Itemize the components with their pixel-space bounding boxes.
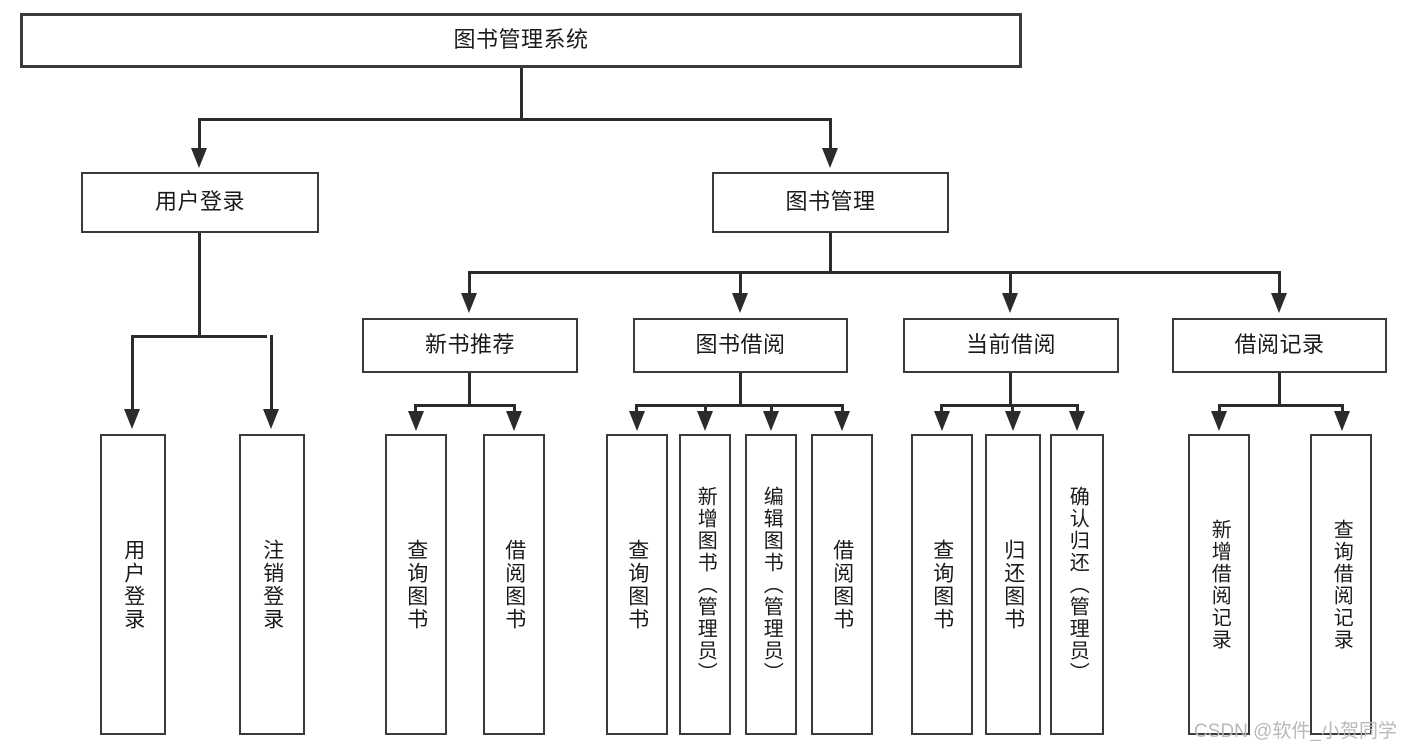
node-current-borrow[interactable]: 当前借阅: [903, 318, 1119, 373]
arrowhead-leaf-add-record: [1211, 411, 1227, 431]
arrowhead-leaf-borrow-book-1: [506, 411, 522, 431]
connector-current-borrow-bus: [941, 404, 1078, 407]
connector-borrow-record-bus: [1219, 404, 1343, 407]
node-leaf-query-book-3-label: 查询图书: [930, 538, 954, 631]
node-leaf-borrow-book-2[interactable]: 借阅图书: [811, 434, 873, 735]
connector-drop-leaf-query-record: [1341, 404, 1344, 413]
connector-drop-leaf-confirm-return: [1076, 404, 1079, 413]
connector-new-book-rec-bus: [415, 404, 516, 407]
node-leaf-edit-book-label: 编辑图书（管理员）: [760, 485, 783, 684]
node-leaf-user-login[interactable]: 用户登录: [100, 434, 166, 735]
connector-drop-leaf-add-book: [704, 404, 707, 413]
node-user-login-label: 用户登录: [154, 189, 245, 215]
arrowhead-new-book-rec: [461, 293, 477, 313]
node-leaf-query-book-1[interactable]: 查询图书: [385, 434, 447, 735]
node-borrow-record-label: 借阅记录: [1234, 332, 1325, 358]
node-leaf-return-book-label: 归还图书: [1001, 538, 1025, 631]
node-root-label: 图书管理系统: [453, 27, 589, 53]
connector-root-trunk: [520, 68, 523, 118]
arrowhead-leaf-add-book: [697, 411, 713, 431]
node-leaf-return-book[interactable]: 归还图书: [985, 434, 1041, 735]
arrowhead-leaf-user-login: [124, 409, 140, 429]
node-leaf-logout[interactable]: 注销登录: [239, 434, 305, 735]
connector-drop-leaf-logout: [270, 335, 273, 411]
connector-drop-leaf-borrow-book-1: [513, 404, 516, 413]
arrowhead-leaf-return-book: [1005, 411, 1021, 431]
arrowhead-leaf-query-book-1: [408, 411, 424, 431]
connector-drop-leaf-query-book-1: [414, 404, 417, 413]
node-leaf-user-login-label: 用户登录: [121, 538, 145, 631]
connector-drop-new-book-rec: [468, 271, 471, 295]
arrowhead-leaf-query-book-3: [934, 411, 950, 431]
node-root[interactable]: 图书管理系统: [20, 13, 1022, 68]
connector-new-book-rec-trunk: [468, 373, 471, 405]
connector-user-login-bus: [132, 335, 267, 338]
node-leaf-query-book-3[interactable]: 查询图书: [911, 434, 973, 735]
arrowhead-current-borrow: [1002, 293, 1018, 313]
arrowhead-borrow-record: [1271, 293, 1287, 313]
node-leaf-add-book-label: 新增图书（管理员）: [694, 485, 717, 684]
node-leaf-borrow-book-1-label: 借阅图书: [502, 538, 526, 631]
node-leaf-logout-label: 注销登录: [260, 538, 284, 631]
node-user-login[interactable]: 用户登录: [81, 172, 319, 233]
node-leaf-query-record[interactable]: 查询借阅记录: [1310, 434, 1372, 735]
connector-drop-book-borrow: [739, 271, 742, 295]
node-current-borrow-label: 当前借阅: [965, 332, 1056, 358]
node-book-manage-label: 图书管理: [785, 189, 876, 215]
connector-drop-borrow-record: [1278, 271, 1281, 295]
arrowhead-user-login: [191, 148, 207, 168]
node-leaf-query-book-2-label: 查询图书: [625, 538, 649, 631]
connector-drop-leaf-edit-book: [770, 404, 773, 413]
node-leaf-confirm-return[interactable]: 确认归还（管理员）: [1050, 434, 1104, 735]
node-book-manage[interactable]: 图书管理: [712, 172, 949, 233]
arrowhead-leaf-edit-book: [763, 411, 779, 431]
connector-borrow-record-trunk: [1278, 373, 1281, 405]
node-leaf-borrow-book-1[interactable]: 借阅图书: [483, 434, 545, 735]
node-leaf-query-book-1-label: 查询图书: [404, 538, 428, 631]
connector-drop-leaf-query-book-2: [635, 404, 638, 413]
node-leaf-add-book[interactable]: 新增图书（管理员）: [679, 434, 731, 735]
connector-book-manage-trunk: [829, 233, 832, 272]
node-leaf-add-record-label: 新增借阅记录: [1208, 518, 1231, 651]
node-leaf-add-record[interactable]: 新增借阅记录: [1188, 434, 1250, 735]
connector-level3-bus: [469, 271, 1280, 274]
arrowhead-leaf-confirm-return: [1069, 411, 1085, 431]
node-book-borrow-label: 图书借阅: [695, 332, 786, 358]
connector-drop-leaf-borrow-book-2: [841, 404, 844, 413]
arrowhead-leaf-borrow-book-2: [834, 411, 850, 431]
node-leaf-query-book-2[interactable]: 查询图书: [606, 434, 668, 735]
connector-drop-leaf-query-book-3: [940, 404, 943, 413]
connector-book-borrow-bus: [636, 404, 843, 407]
node-leaf-borrow-book-2-label: 借阅图书: [830, 538, 854, 631]
node-leaf-confirm-return-label: 确认归还（管理员）: [1066, 485, 1089, 684]
node-borrow-record[interactable]: 借阅记录: [1172, 318, 1387, 373]
connector-level2-bus: [199, 118, 831, 121]
connector-drop-leaf-add-record: [1218, 404, 1221, 413]
node-leaf-edit-book[interactable]: 编辑图书（管理员）: [745, 434, 797, 735]
node-new-book-rec-label: 新书推荐: [424, 332, 515, 358]
arrowhead-book-borrow: [732, 293, 748, 313]
connector-drop-user-login: [198, 118, 201, 150]
connector-drop-leaf-return-book: [1011, 404, 1014, 413]
arrowhead-leaf-logout: [263, 409, 279, 429]
node-leaf-query-record-label: 查询借阅记录: [1330, 518, 1353, 651]
connector-user-login-trunk: [198, 233, 201, 336]
connector-drop-book-manage: [829, 118, 832, 150]
arrowhead-book-manage: [822, 148, 838, 168]
arrowhead-leaf-query-record: [1334, 411, 1350, 431]
connector-book-borrow-trunk: [739, 373, 742, 405]
connector-current-borrow-trunk: [1009, 373, 1012, 405]
connector-drop-current-borrow: [1009, 271, 1012, 295]
arrowhead-leaf-query-book-2: [629, 411, 645, 431]
connector-drop-leaf-user-login: [131, 335, 134, 411]
node-book-borrow[interactable]: 图书借阅: [633, 318, 848, 373]
node-new-book-rec[interactable]: 新书推荐: [362, 318, 578, 373]
watermark: CSDN @软件_小贺同学: [1194, 721, 1397, 742]
